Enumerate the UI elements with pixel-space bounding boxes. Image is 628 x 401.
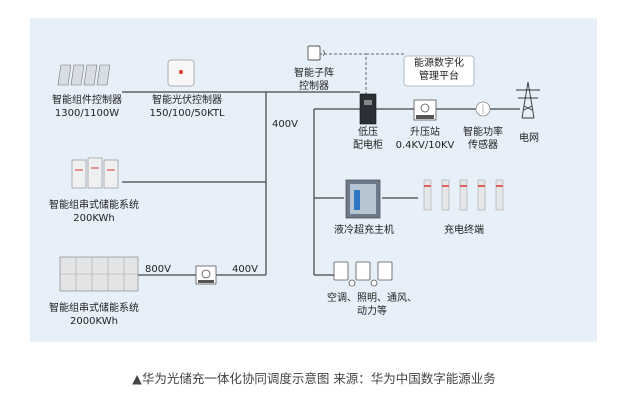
charging-host-icon xyxy=(345,179,381,219)
array-controller-label: 智能子阵 控制器 xyxy=(288,67,340,93)
step-up-station-name2: 0.4KV/10KV xyxy=(395,140,455,151)
charging-terminals-icon xyxy=(423,179,504,211)
voltage-400v-top: 400V xyxy=(272,119,298,130)
power-sensor-label: 智能功率 传感器 xyxy=(460,126,506,152)
step-up-station-icon xyxy=(413,99,437,121)
storage-2000-name: 智能组串式储能系统 xyxy=(49,303,139,314)
grid-label: 电网 xyxy=(519,133,539,144)
power-sensor-icon xyxy=(475,101,491,117)
pv-optimizer-name: 智能组件控制器 xyxy=(52,95,122,106)
pv-optimizer-label: 智能组件控制器 1300/1100W xyxy=(40,94,134,120)
array-controller-name2: 控制器 xyxy=(299,81,329,92)
pv-optimizer-icon xyxy=(57,64,111,86)
pv-inverter-icon xyxy=(167,59,195,87)
power-sensor-name1: 智能功率 xyxy=(463,127,503,138)
storage-200-icon xyxy=(71,157,119,189)
lv-cabinet-name2: 配电柜 xyxy=(353,140,383,151)
storage-200-name: 智能组串式储能系统 xyxy=(49,200,139,211)
grid-tower-icon xyxy=(516,81,540,119)
storage-2000-label: 智能组串式储能系统 2000KWh xyxy=(34,302,154,328)
voltage-400v-bottom: 400V xyxy=(232,264,258,275)
pv-optimizer-spec: 1300/1100W xyxy=(54,108,120,119)
pv-inverter-label: 智能光伏控制器 150/100/50KTL xyxy=(140,94,234,120)
step-up-station-name1: 升压站 xyxy=(410,127,440,138)
charging-terminal-label: 充电终端 xyxy=(444,225,484,236)
storage-200-label: 智能组串式储能系统 200KWh xyxy=(34,199,154,225)
loads-name2: 动力等 xyxy=(357,306,387,317)
loads-name1: 空调、照明、通风、 xyxy=(327,293,417,304)
array-controller-icon xyxy=(307,45,325,61)
storage-2000-icon xyxy=(59,256,139,292)
connection-lines xyxy=(122,91,520,276)
loads-icon xyxy=(333,261,393,287)
digital-platform-label: 能源数字化 管理平台 xyxy=(404,57,474,83)
lv-cabinet-name1: 低压 xyxy=(358,127,378,138)
storage-200-spec: 200KWh xyxy=(73,213,115,224)
platform-box xyxy=(403,55,475,87)
digital-platform-name2: 管理平台 xyxy=(419,71,459,82)
step-up-station-label: 升压站 0.4KV/10KV xyxy=(392,126,458,152)
charging-host-label: 液冷超充主机 xyxy=(334,225,394,236)
lv-cabinet-label: 低压 配电柜 xyxy=(346,126,390,152)
loads-label: 空调、照明、通风、 动力等 xyxy=(316,292,428,318)
figure-caption: ▲华为光储充一体化协同调度示意图 来源：华为中国数字能源业务 xyxy=(132,371,496,386)
pv-inverter-spec: 150/100/50KTL xyxy=(149,108,225,119)
power-sensor-name2: 传感器 xyxy=(468,140,498,151)
pv-inverter-name: 智能光伏控制器 xyxy=(152,95,222,106)
dc-converter-icon xyxy=(195,265,217,285)
array-controller-name1: 智能子阵 xyxy=(294,68,334,79)
digital-platform-name1: 能源数字化 xyxy=(414,58,464,69)
voltage-800v: 800V xyxy=(145,264,171,275)
lv-cabinet-icon xyxy=(359,93,377,125)
storage-2000-spec: 2000KWh xyxy=(70,316,118,327)
